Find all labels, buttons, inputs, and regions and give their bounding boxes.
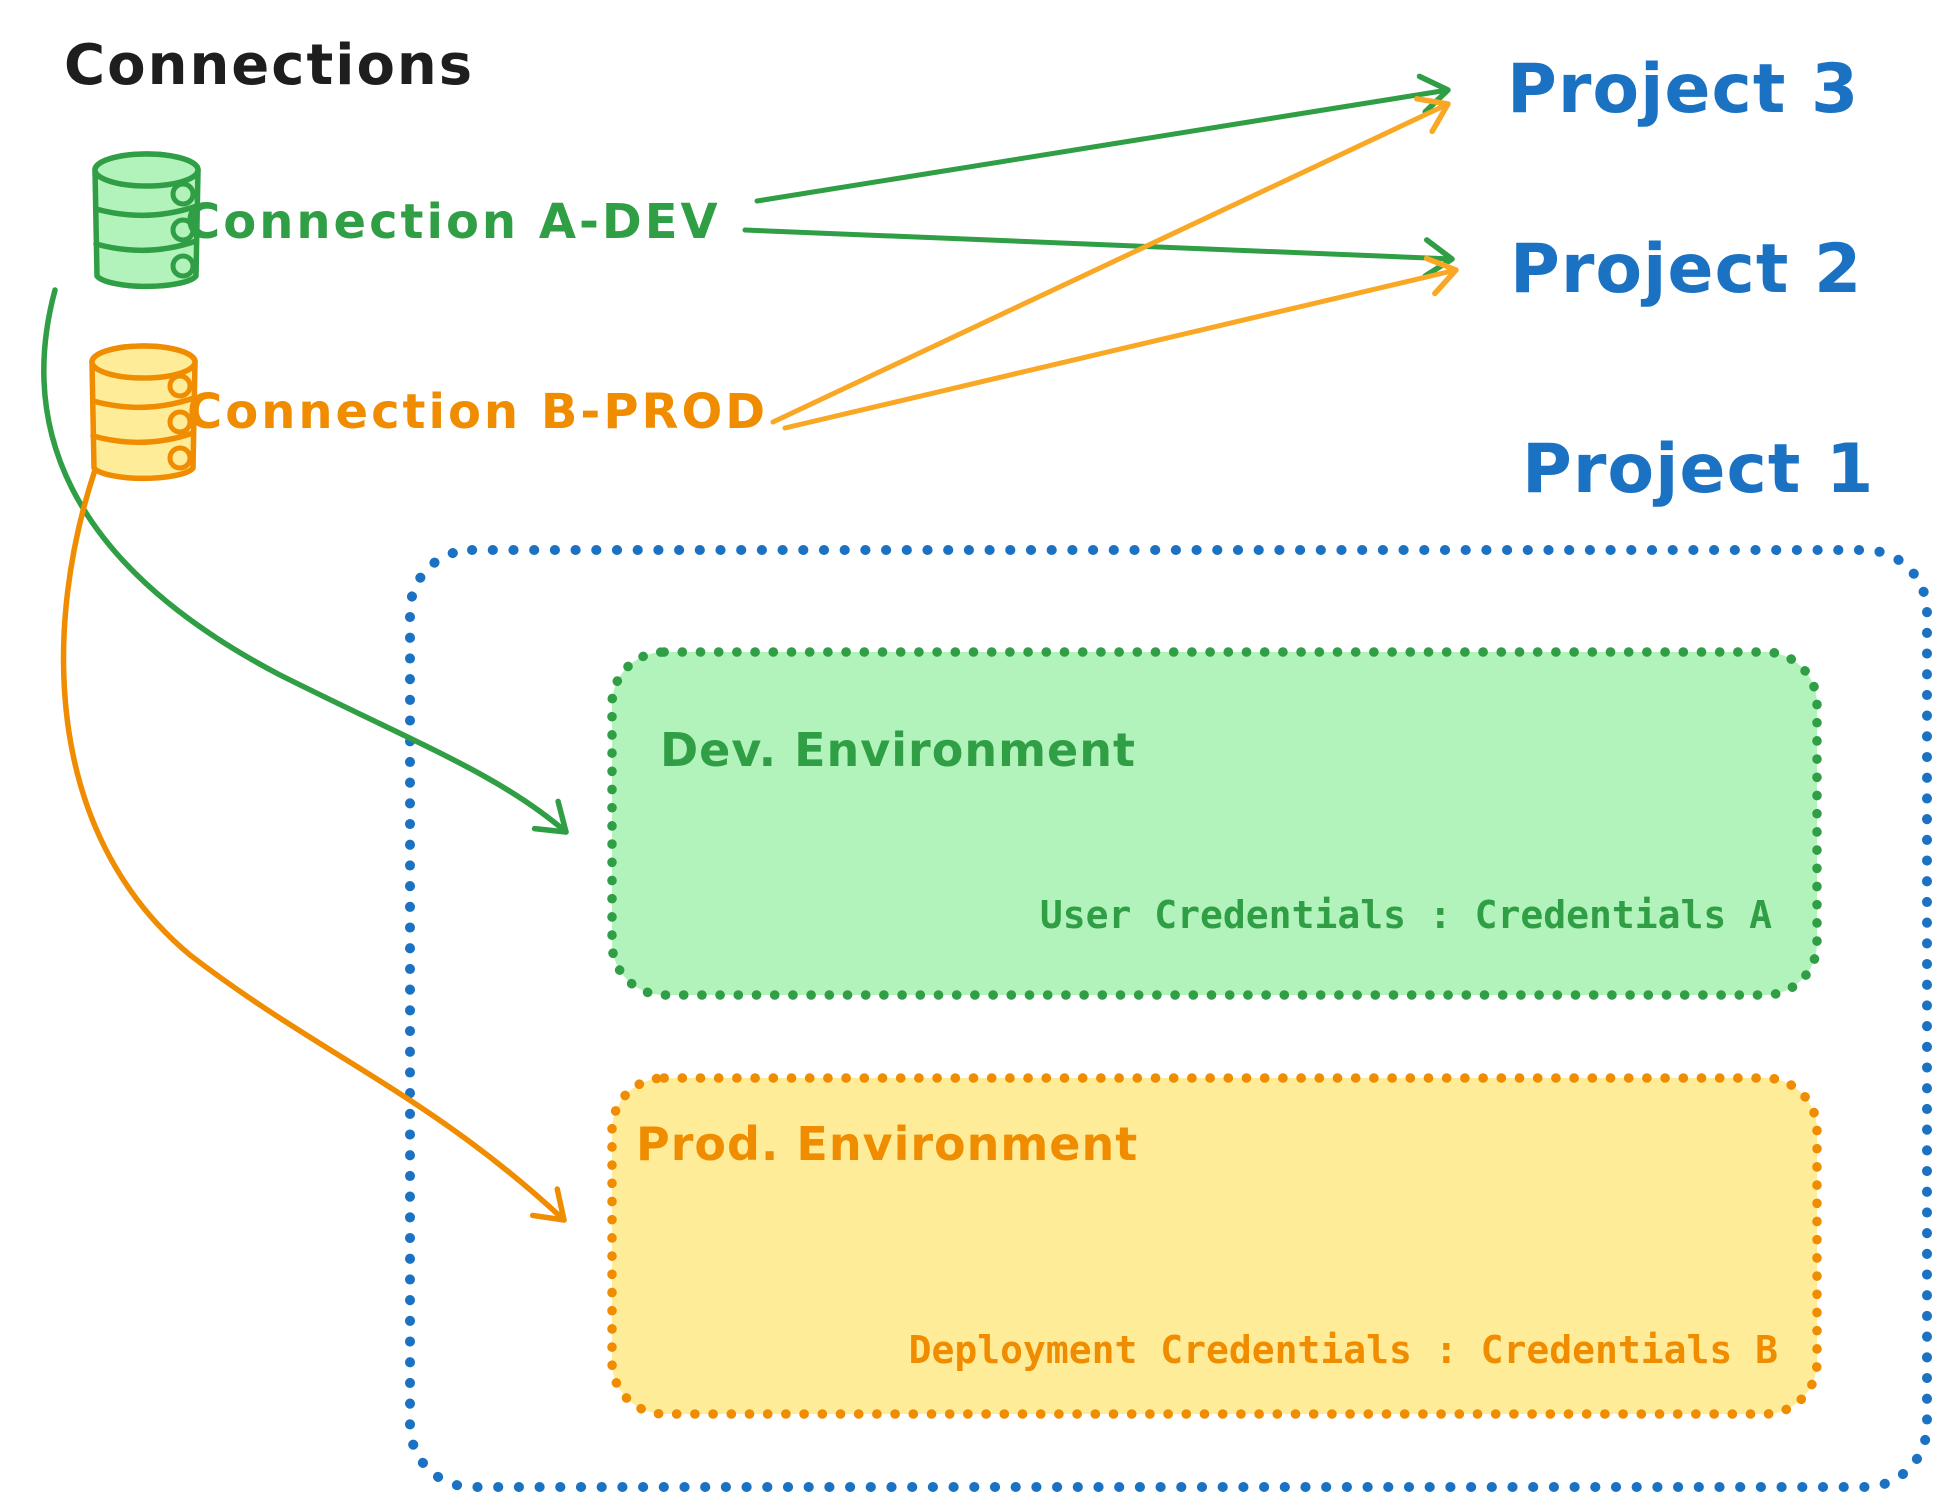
project-3-label: Project 3: [1507, 50, 1859, 129]
project-1-box: Dev. Environment User Credentials : Cred…: [405, 545, 1932, 1492]
connection-a-dev-label: Connection A-DEV: [185, 194, 721, 250]
arrow-b-prod-to-project-3: [770, 96, 1451, 425]
arrow-a-dev-to-dev-environment: [41, 287, 569, 835]
arrow-a-dev-to-project-2: [742, 227, 1455, 279]
database-led-1: [170, 181, 196, 207]
database-band-2: [90, 430, 196, 446]
connection-b-prod-label: Connection B-PROD: [187, 384, 768, 440]
dev-environment-title: Dev. Environment: [660, 723, 1136, 777]
database-led-2: [167, 409, 193, 435]
dev-environment-border: [607, 647, 1822, 1000]
dev-environment-box: Dev. Environment User Credentials : Cred…: [607, 647, 1822, 1000]
database-band-1: [93, 203, 200, 219]
prod-environment-title: Prod. Environment: [636, 1117, 1138, 1171]
arrow-b-prod-to-prod-environment: [60, 467, 567, 1223]
database-icon-dev: [92, 151, 201, 290]
arrow-b-prod-to-project-2: [782, 255, 1459, 431]
database-led-1: [167, 373, 193, 399]
connection-b-prod: Connection B-PROD: [89, 343, 768, 482]
database-top: [92, 151, 201, 189]
database-led-2: [170, 217, 196, 243]
project-1-label: Project 1: [1522, 430, 1874, 509]
dev-environment-credentials: User Credentials : Credentials A: [1040, 893, 1772, 937]
connection-a-dev: Connection A-DEV: [92, 151, 721, 290]
project-2-label: Project 2: [1510, 230, 1862, 309]
database-icon-prod: [89, 343, 198, 482]
prod-environment-credentials: Deployment Credentials : Credentials B: [909, 1328, 1778, 1372]
prod-environment-border: [607, 1073, 1822, 1419]
database-led-3: [170, 253, 196, 279]
arrow-a-dev-to-project-3: [754, 73, 1451, 204]
database-top: [89, 343, 198, 381]
database-band-2: [93, 238, 199, 254]
page-title: Connections: [64, 33, 474, 98]
prod-environment-box: Prod. Environment Deployment Credentials…: [607, 1073, 1822, 1419]
database-led-3: [167, 445, 193, 471]
database-band-1: [90, 395, 197, 411]
